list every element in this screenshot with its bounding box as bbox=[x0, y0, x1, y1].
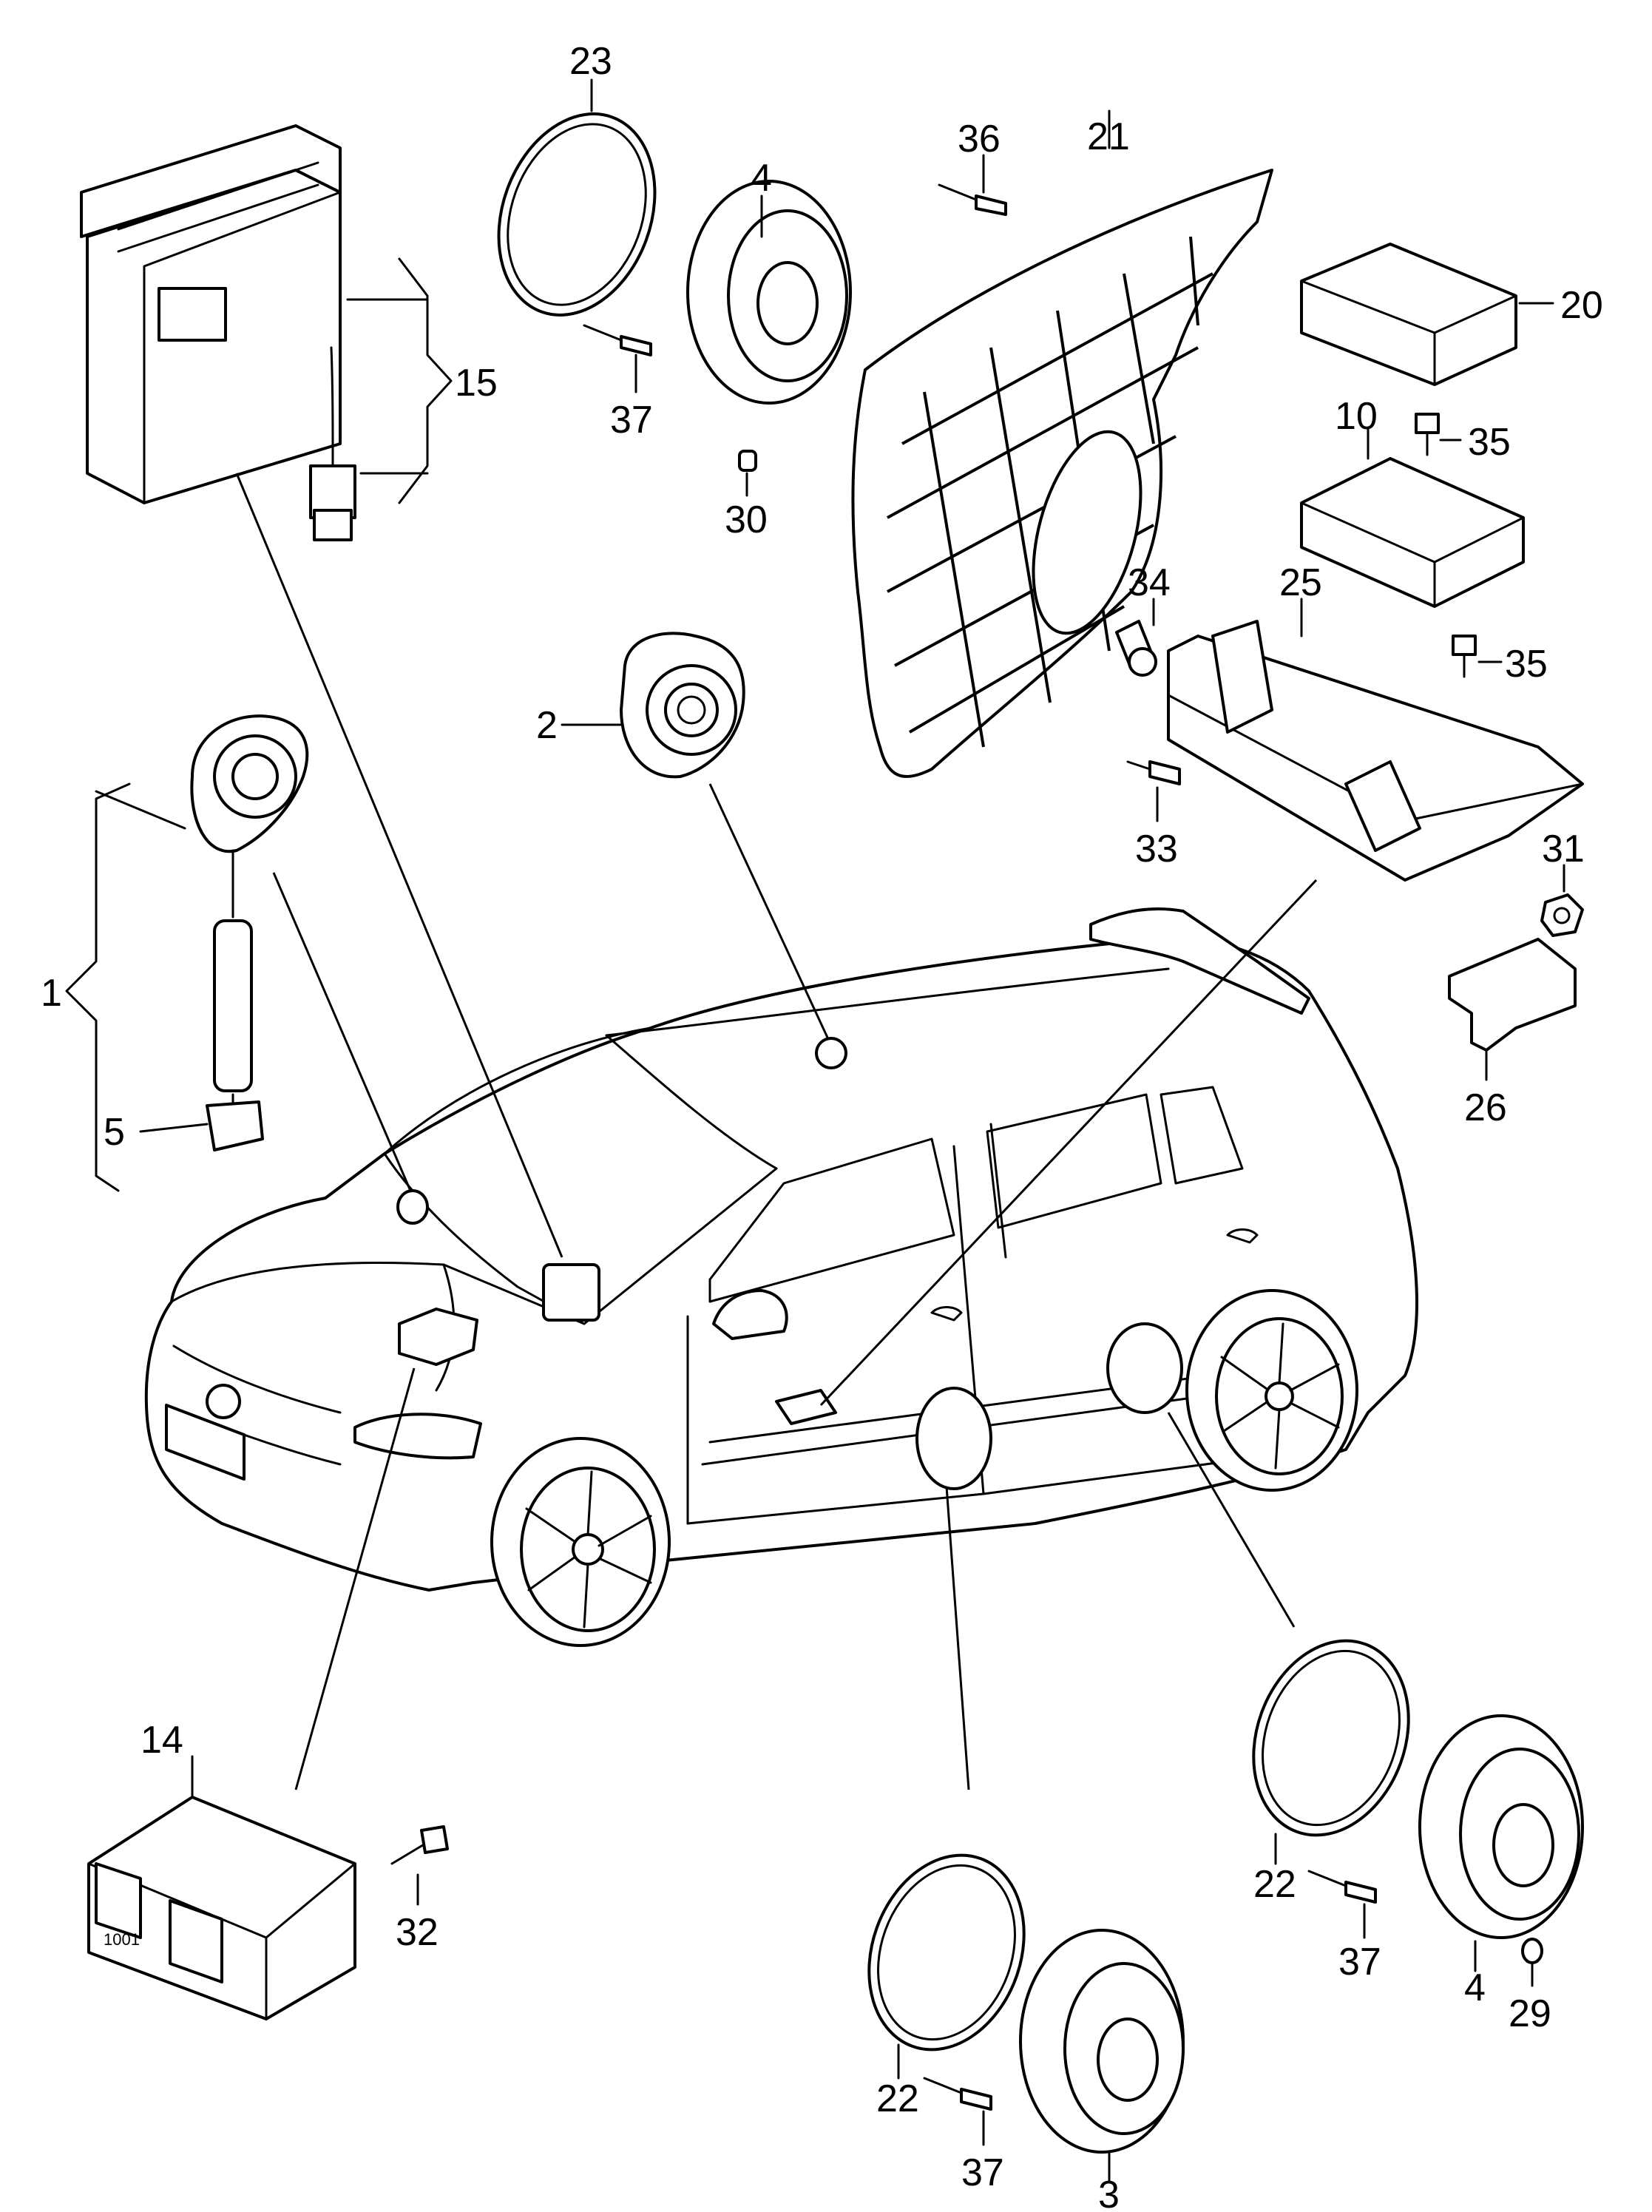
module-14: 1001 bbox=[87, 1755, 356, 2020]
callout-37b: 37 bbox=[1338, 1941, 1381, 1983]
module-10 bbox=[1300, 427, 1525, 608]
location-markers bbox=[396, 1037, 1183, 1490]
screw-35-a bbox=[1415, 413, 1462, 456]
bracket-26 bbox=[1448, 938, 1577, 1081]
ring-22-right bbox=[1252, 1639, 1410, 1865]
pin-37-right bbox=[1307, 1870, 1377, 1939]
speaker-2 bbox=[561, 632, 745, 779]
callout-32: 32 bbox=[396, 1911, 439, 1954]
panel-21 bbox=[851, 109, 1273, 778]
leader-lines bbox=[235, 473, 1318, 1790]
ring-22-left bbox=[867, 1853, 1026, 2080]
callout-35a: 35 bbox=[1468, 421, 1511, 464]
callout-15: 15 bbox=[455, 362, 498, 405]
screw-33 bbox=[1126, 760, 1181, 822]
front-wheel bbox=[490, 1437, 671, 1647]
callout-37a: 37 bbox=[610, 399, 653, 442]
pin-37-top bbox=[583, 324, 652, 393]
rear-wheel bbox=[1185, 1289, 1358, 1492]
callout-31: 31 bbox=[1542, 828, 1585, 870]
callout-10: 10 bbox=[1335, 395, 1378, 438]
callout-14: 14 bbox=[141, 1719, 183, 1762]
callout-36: 36 bbox=[958, 118, 1001, 160]
screw-35-b bbox=[1452, 635, 1503, 678]
speaker-3 bbox=[1019, 1929, 1185, 2183]
car-illustration bbox=[144, 907, 1418, 1647]
callout-30: 30 bbox=[725, 498, 768, 541]
callout-4b: 4 bbox=[1464, 1966, 1486, 2009]
nut-31 bbox=[1540, 864, 1584, 937]
ring-23 bbox=[497, 78, 657, 317]
callout-4a: 4 bbox=[751, 157, 772, 200]
callout-25: 25 bbox=[1279, 561, 1322, 604]
speaker-4-top bbox=[686, 180, 852, 497]
box-20 bbox=[1300, 243, 1554, 386]
control-unit-15 bbox=[80, 124, 453, 541]
callout-34: 34 bbox=[1128, 561, 1171, 604]
pin-37-left bbox=[923, 2077, 992, 2146]
callout-33: 33 bbox=[1135, 828, 1178, 870]
callout-labels: 1 2 3 4 4 5 10 14 15 20 21 22 22 23 25 2… bbox=[41, 40, 1603, 2212]
callout-35b: 35 bbox=[1505, 643, 1548, 686]
speaker-4-bottom bbox=[1418, 1714, 1584, 1987]
callout-2: 2 bbox=[536, 704, 558, 747]
callout-22a: 22 bbox=[876, 2077, 919, 2120]
callout-3: 3 bbox=[1098, 2174, 1120, 2212]
callout-5: 5 bbox=[104, 1111, 125, 1154]
callout-26: 26 bbox=[1464, 1086, 1507, 1129]
callout-1: 1 bbox=[41, 972, 62, 1015]
bracket-25 bbox=[1167, 598, 1584, 882]
callout-29: 29 bbox=[1509, 1992, 1551, 2035]
speaker-assembly-1 bbox=[65, 714, 309, 1192]
clip-34 bbox=[1115, 598, 1157, 677]
screw-32 bbox=[390, 1825, 449, 1906]
callout-23: 23 bbox=[569, 40, 612, 83]
callout-22b: 22 bbox=[1253, 1863, 1296, 1906]
callout-21: 21 bbox=[1087, 115, 1130, 158]
callout-20: 20 bbox=[1560, 284, 1603, 327]
module-14-label: 1001 bbox=[104, 1930, 140, 1949]
pin-36 bbox=[938, 154, 1007, 216]
callout-37c: 37 bbox=[961, 2151, 1004, 2194]
